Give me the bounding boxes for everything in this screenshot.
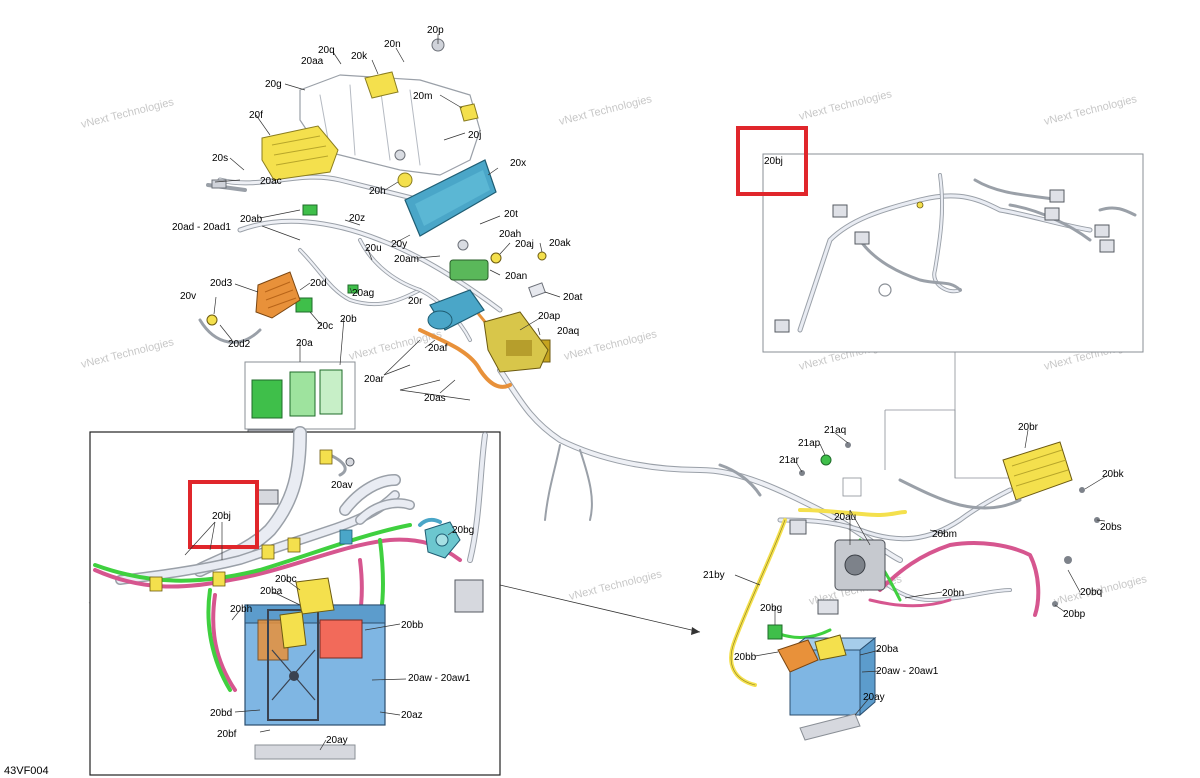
label-20bf: 20bf <box>217 729 237 740</box>
label-20at: 20at <box>563 292 583 303</box>
label-20bg-inset: 20bg <box>452 525 474 536</box>
label-20n: 20n <box>384 39 401 50</box>
label-20aw-inset: 20aw - 20aw1 <box>408 673 471 684</box>
inset-detail-battery <box>89 426 701 776</box>
label-20u: 20u <box>365 243 382 254</box>
label-20ah: 20ah <box>499 229 521 240</box>
highlight-box <box>736 126 808 196</box>
label-20ay-inset: 20ay <box>326 735 348 746</box>
main-harness-assembly <box>198 34 903 563</box>
label-20bh: 20bh <box>230 604 252 615</box>
label-20au: 20au <box>834 512 856 523</box>
label-20h: 20h <box>369 186 386 197</box>
label-21ar: 21ar <box>779 455 800 466</box>
label-20x: 20x <box>510 158 526 169</box>
label-20ab: 20ab <box>240 214 263 225</box>
label-20s: 20s <box>212 153 228 164</box>
watermark: vNext Technologies <box>80 336 176 371</box>
label-20ad: 20ad - 20ad1 <box>172 222 231 233</box>
label-20f: 20f <box>249 110 263 121</box>
label-20aj: 20aj <box>515 239 534 250</box>
label-20b: 20b <box>340 314 357 325</box>
label-20ak: 20ak <box>549 238 572 249</box>
label-20z: 20z <box>349 213 365 224</box>
label-20p: 20p <box>427 25 444 36</box>
label-20bq: 20bq <box>1080 587 1102 598</box>
label-20av: 20av <box>331 480 353 491</box>
label-21ap: 21ap <box>798 438 821 449</box>
highlight-box <box>188 480 259 549</box>
label-20q: 20q <box>318 45 335 56</box>
label-20aa: 20aa <box>301 56 324 67</box>
label-20a: 20a <box>296 338 313 349</box>
label-20bc: 20bc <box>275 574 297 585</box>
label-21by: 21by <box>703 570 725 581</box>
label-20bm: 20bm <box>932 529 957 540</box>
watermark: vNext Technologies <box>568 568 664 603</box>
label-20bk: 20bk <box>1102 469 1125 480</box>
label-20am: 20am <box>394 254 419 265</box>
lower-right-assembly <box>729 409 1109 741</box>
label-20r: 20r <box>408 296 423 307</box>
watermark: vNext Technologies <box>1043 93 1139 128</box>
label-20br: 20br <box>1018 422 1039 433</box>
label-20ap: 20ap <box>538 311 561 322</box>
label-20ba: 20ba <box>876 644 899 655</box>
label-20ac: 20ac <box>260 176 282 187</box>
label-20ag: 20ag <box>352 288 374 299</box>
label-20bp: 20bp <box>1063 609 1086 620</box>
diagram-code: 43VF004 <box>4 765 49 777</box>
detail-box-20bj <box>736 126 1144 479</box>
part-labels: 20p 20q 20n 20aa 20k 20g 20m 20f 20j 20s… <box>4 25 1125 777</box>
connector-20h <box>397 172 413 188</box>
connector-20an <box>449 259 489 281</box>
label-20bb-inset: 20bb <box>401 620 424 631</box>
label-20ar: 20ar <box>364 374 385 385</box>
module-20f <box>261 125 339 181</box>
label-20v: 20v <box>180 291 196 302</box>
connector-20m <box>459 103 479 122</box>
label-20d3: 20d3 <box>210 278 233 289</box>
label-20aw: 20aw - 20aw1 <box>876 666 939 677</box>
module-20d3 <box>255 271 301 319</box>
label-20g: 20g <box>265 79 282 90</box>
label-20bj-top: 20bj <box>764 156 783 167</box>
label-20m: 20m <box>413 91 432 102</box>
label-20bb: 20bb <box>734 652 757 663</box>
label-20as: 20as <box>424 393 446 404</box>
watermark: vNext Technologies <box>558 93 654 128</box>
watermark: vNext Technologies <box>798 88 894 123</box>
label-20k: 20k <box>351 51 368 62</box>
label-20bd: 20bd <box>210 708 232 719</box>
label-20d2: 20d2 <box>228 339 251 350</box>
label-20c: 20c <box>317 321 333 332</box>
label-20d: 20d <box>310 278 327 289</box>
label-20bg: 20bg <box>760 603 782 614</box>
label-20t: 20t <box>504 209 518 220</box>
connector-20ab <box>302 204 318 216</box>
label-20bn: 20bn <box>942 588 964 599</box>
label-20bs: 20bs <box>1100 522 1122 533</box>
label-20ba-inset: 20ba <box>260 586 283 597</box>
label-20af: 20af <box>428 343 448 354</box>
label-20az: 20az <box>401 710 423 721</box>
label-20ay: 20ay <box>863 692 885 703</box>
module-20br <box>1002 441 1073 501</box>
module-20k <box>364 71 399 99</box>
label-20j: 20j <box>468 130 481 141</box>
label-20y: 20y <box>391 239 407 250</box>
watermark: vNext Technologies <box>80 96 176 131</box>
label-21aq: 21aq <box>824 425 846 436</box>
label-20bj-inset: 20bj <box>212 511 231 522</box>
label-20an: 20an <box>505 271 527 282</box>
label-20aq: 20aq <box>557 326 579 337</box>
